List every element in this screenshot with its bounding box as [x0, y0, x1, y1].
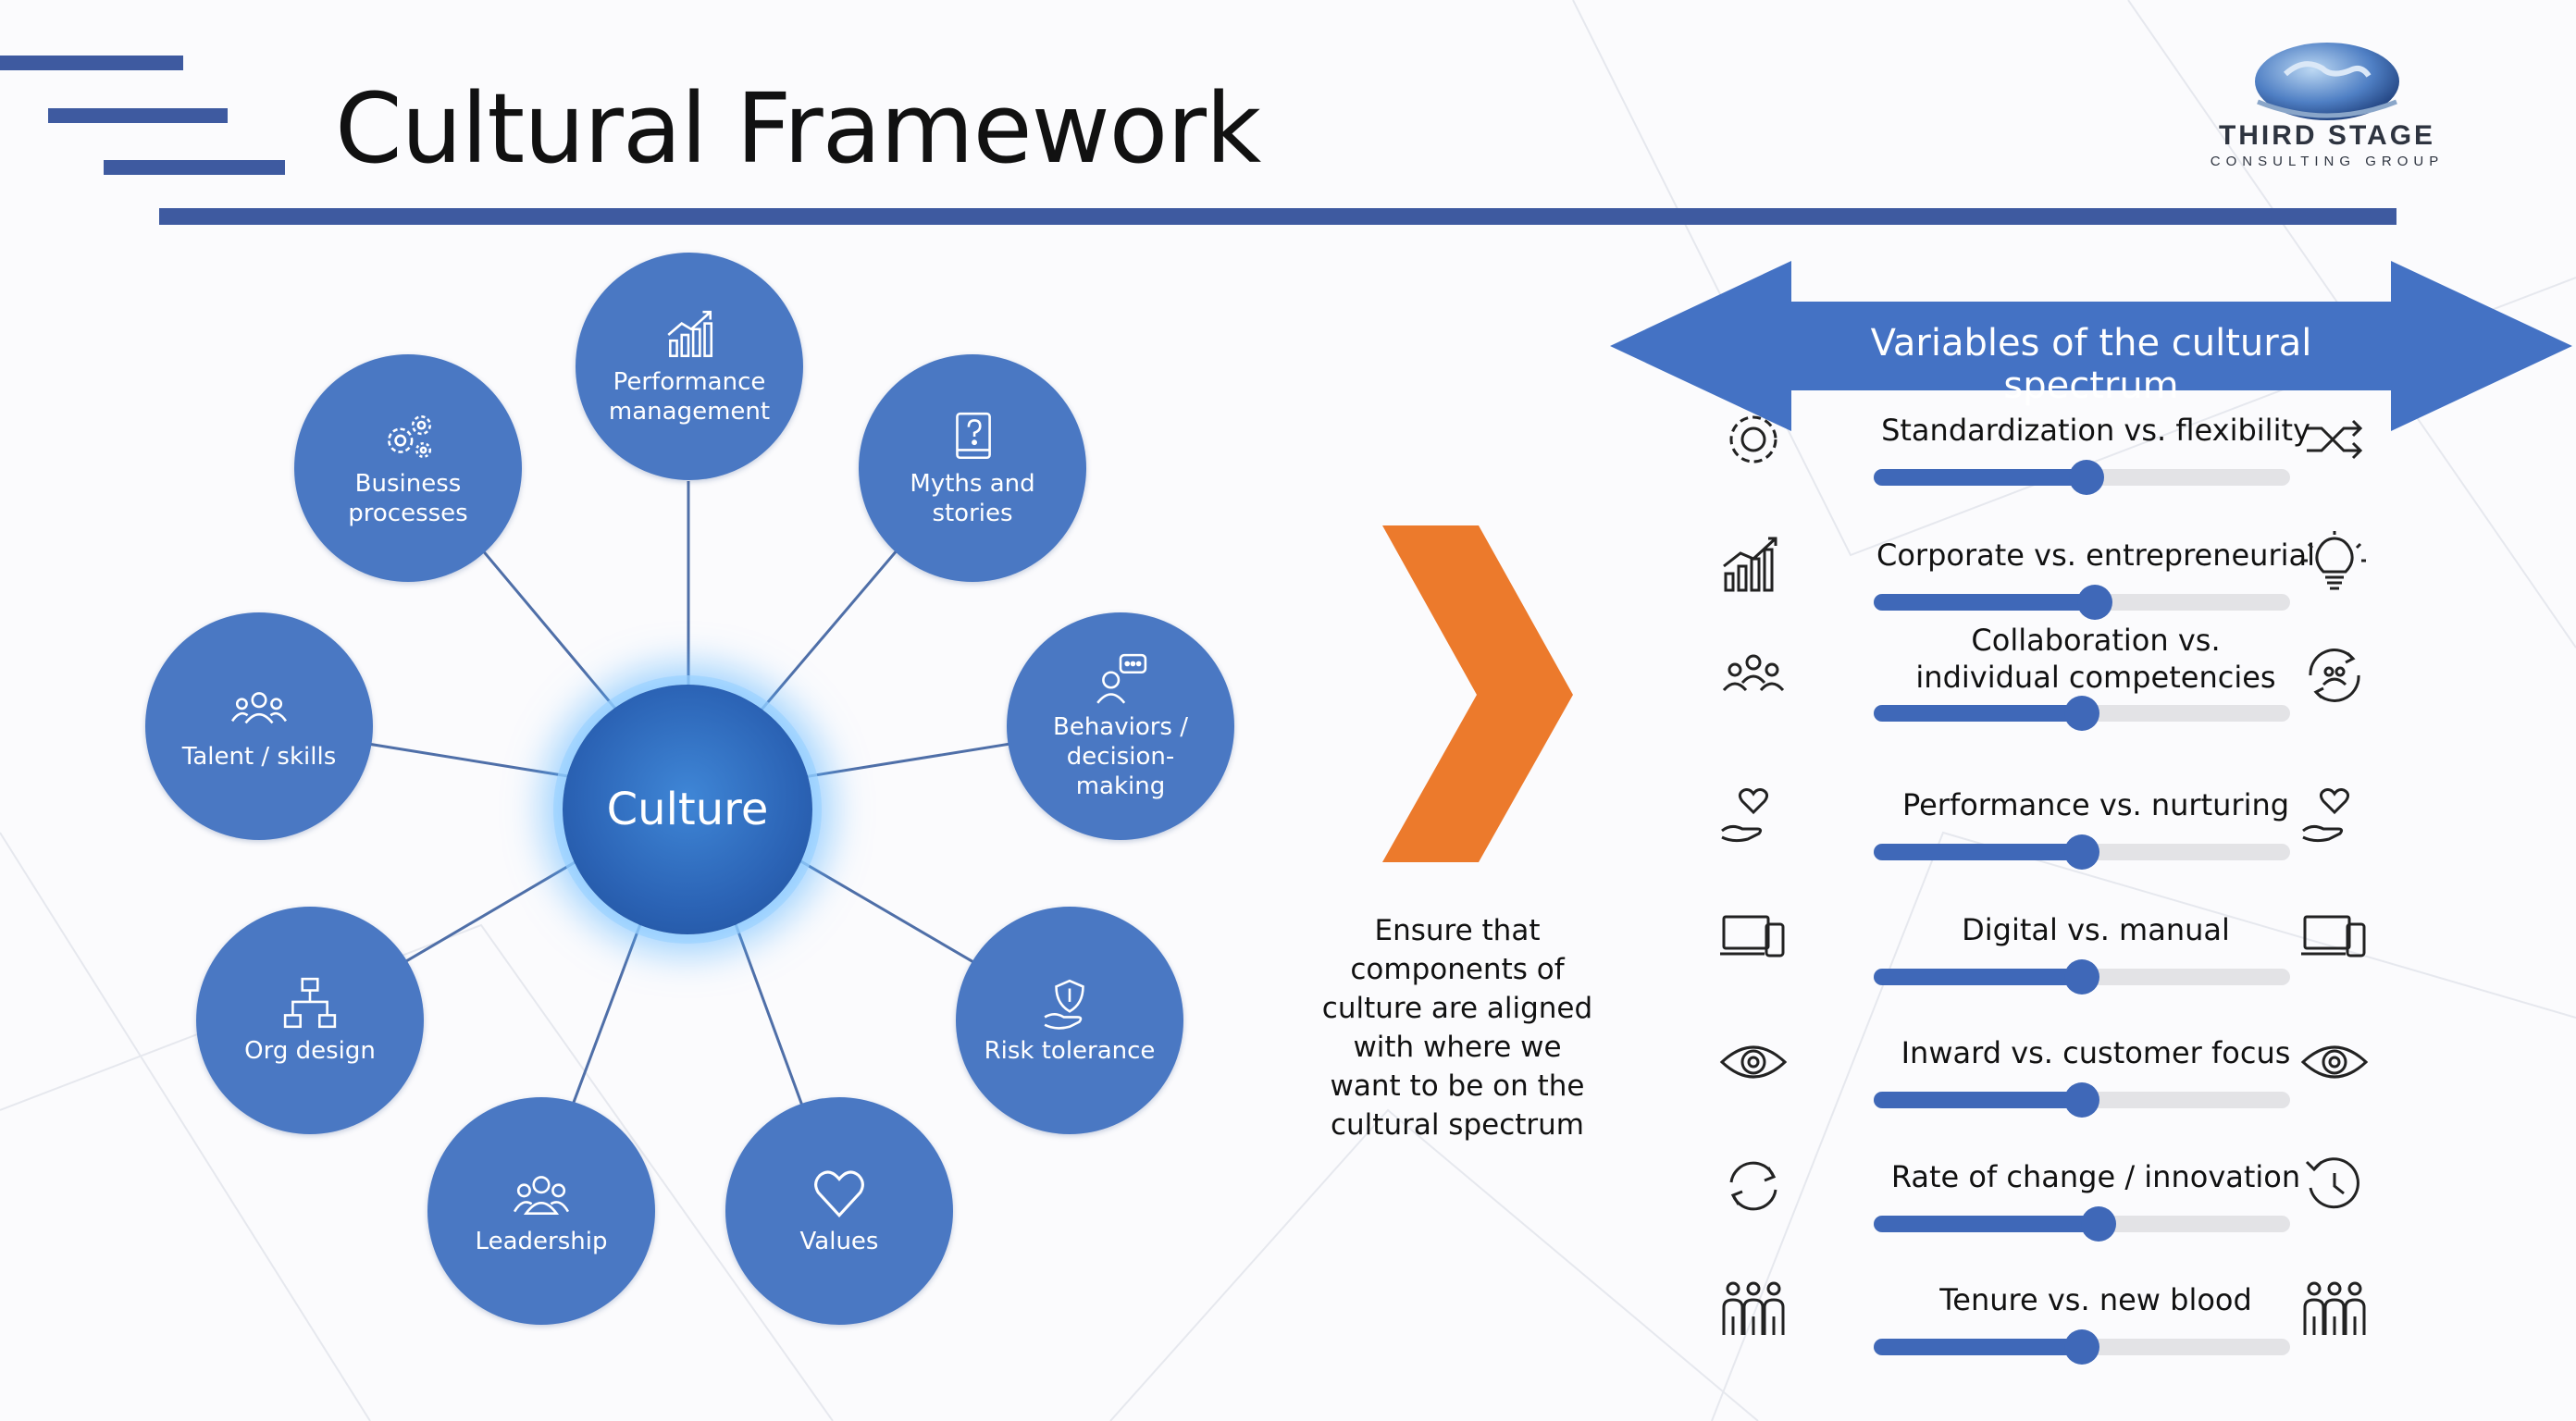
node-business-processes: Business processes: [294, 354, 522, 582]
globe-icon: [2255, 43, 2399, 120]
node-label: Org design: [244, 1037, 376, 1065]
node-label: Business processes: [348, 470, 468, 527]
group-icon: [513, 1176, 570, 1215]
cycle-people-icon: [2309, 649, 2360, 702]
page-title: Cultural Framework: [335, 72, 1261, 185]
book-question-icon: [956, 412, 991, 460]
slider-knob[interactable]: [2068, 460, 2104, 495]
node-label: Behaviors / decision-making: [1052, 713, 1189, 800]
person-chat-icon: [1096, 653, 1147, 704]
org-chart-icon: [283, 977, 337, 1029]
company-logo: THIRD STAGE CONSULTING GROUP: [2193, 37, 2461, 176]
slider-knob[interactable]: [2076, 585, 2112, 620]
spectrum-slider[interactable]: [1874, 1206, 2290, 1242]
node-talent-skills: Talent / skills: [145, 612, 373, 840]
spectrum-slider[interactable]: [1874, 585, 2290, 620]
header-rule: [159, 208, 2396, 225]
slider-knob[interactable]: [2081, 1206, 2116, 1242]
shuffle-icon: [2307, 419, 2363, 460]
eye-icon: [1719, 1045, 1788, 1079]
header-stripe: [0, 56, 183, 70]
spectrum-row-label: Collaboration vs. individual competencie…: [1915, 623, 2276, 695]
spectrum-row-label: Tenure vs. new blood: [1939, 1282, 2252, 1317]
spectrum-banner: [1610, 261, 2572, 431]
slider-fill: [1874, 844, 2082, 860]
refresh-icon: [1729, 1161, 1777, 1211]
team-icon: [1722, 654, 1785, 692]
chevron-arrow-icon: [1382, 525, 1573, 862]
hand-shield-icon: [1044, 979, 1084, 1030]
clock-arrow-icon: [2305, 1157, 2359, 1209]
spectrum-row-label: Rate of change / innovation: [1890, 1159, 2301, 1194]
slider-fill: [1874, 1339, 2082, 1355]
node-label: Performance management: [608, 368, 771, 426]
gear-icon: [1729, 415, 1777, 463]
slider-fill: [1874, 469, 2087, 486]
spectrum-slider[interactable]: [1874, 834, 2290, 870]
logo-name: THIRD STAGE: [2218, 120, 2436, 151]
node-values: Values: [725, 1097, 953, 1325]
slider-knob[interactable]: [2064, 696, 2099, 731]
node-risk-tolerance: Risk tolerance: [956, 907, 1183, 1134]
crowd-icon: [2303, 1281, 2366, 1335]
spectrum-slider[interactable]: [1874, 696, 2290, 731]
node-label: Leadership: [475, 1228, 608, 1255]
devices-icon: [1720, 915, 1785, 958]
spectrum-row-label: Digital vs. manual: [1962, 912, 2230, 947]
node-label: Talent / skills: [181, 743, 337, 771]
node-myths-and-stories: Myths and stories: [859, 354, 1086, 582]
node-org-design: Org design: [196, 907, 424, 1134]
slider-knob[interactable]: [2064, 959, 2099, 995]
spectrum-row-label: Corporate vs. entrepreneurial: [1876, 538, 2315, 573]
spectrum-slider[interactable]: [1874, 1329, 2290, 1365]
devices-icon: [2301, 915, 2366, 958]
node-label: Risk tolerance: [984, 1037, 1156, 1065]
node-leadership: Leadership: [427, 1097, 655, 1325]
slider-knob[interactable]: [2064, 1082, 2099, 1118]
bar-chart-icon: [667, 310, 713, 358]
spectrum-slider[interactable]: [1874, 1082, 2290, 1118]
spectrum-slider[interactable]: [1874, 460, 2290, 495]
spectrum-slider[interactable]: [1874, 959, 2290, 995]
crowd-icon: [1722, 1281, 1785, 1335]
heart-icon: [814, 1170, 864, 1218]
node-performance-management: Performance management: [576, 253, 803, 480]
hand-heart-icon: [1721, 788, 1769, 843]
slider-fill: [1874, 594, 2095, 611]
growth-chart-icon: [1723, 537, 1777, 592]
spectrum-row-label: Standardization vs. flexibility: [1881, 413, 2310, 448]
node-label: Values: [799, 1228, 879, 1255]
eye-icon: [2300, 1045, 2369, 1079]
spectrum-title: Variables of the cultural spectrum: [1870, 322, 2312, 407]
node-label: Myths and stories: [910, 470, 1035, 527]
slider-knob[interactable]: [2064, 834, 2099, 870]
spectrum-row-label: Performance vs. nurturing: [1901, 787, 2290, 822]
spectrum-row-label: Inward vs. customer focus: [1901, 1035, 2291, 1070]
hand-heart-icon: [2302, 788, 2350, 843]
slider-knob[interactable]: [2064, 1329, 2099, 1365]
lightbulb-icon: [2303, 531, 2366, 590]
people-icon: [230, 692, 288, 724]
culture-hub: Culture: [563, 685, 812, 934]
logo-subtitle: CONSULTING GROUP: [2210, 154, 2445, 169]
alignment-note: Ensure that components of culture are al…: [1321, 914, 1593, 1142]
slider-fill: [1874, 1216, 2099, 1232]
slider-fill: [1874, 705, 2082, 722]
gears-icon: [388, 415, 432, 458]
slider-fill: [1874, 969, 2082, 985]
node-behaviors-decision-making: Behaviors / decision-making: [1007, 612, 1234, 840]
slider-fill: [1874, 1092, 2082, 1108]
